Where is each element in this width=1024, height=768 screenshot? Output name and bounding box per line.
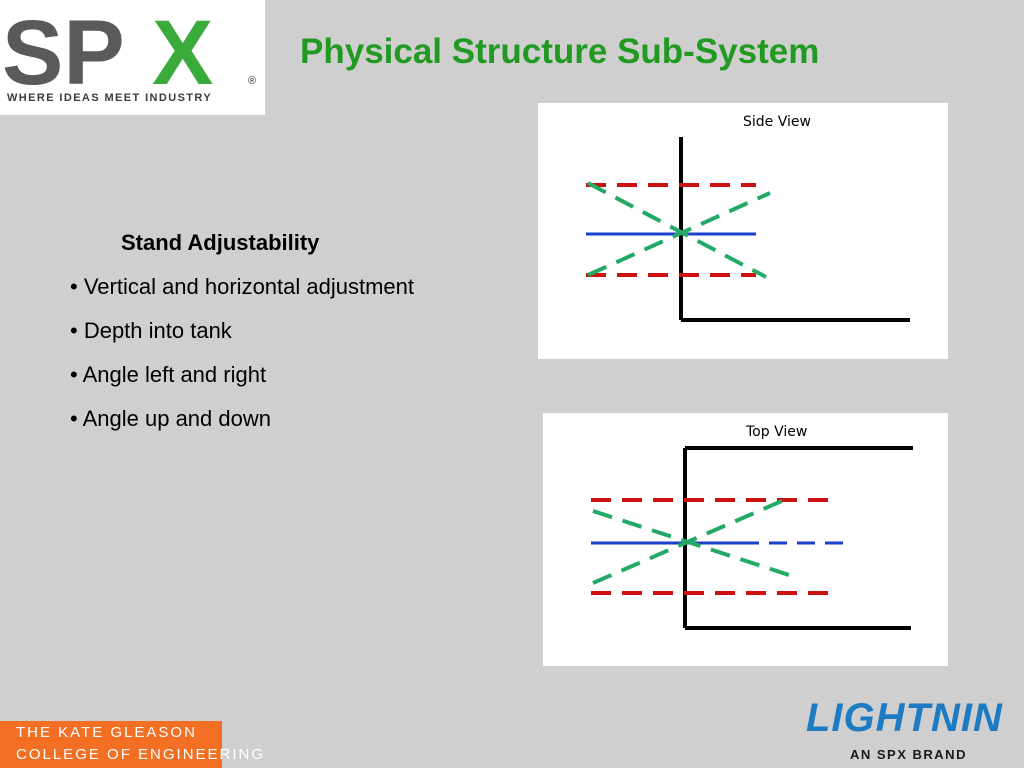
top-angle-left-line xyxy=(592,495,792,585)
side-view-caption: Side View xyxy=(743,114,811,130)
slide-title: Physical Structure Sub-System xyxy=(300,32,820,71)
brand-subtitle: AN SPX BRAND xyxy=(850,747,967,762)
college-line-1: THE KATE GLEASON xyxy=(16,724,197,741)
logo-tagline: WHERE IDEAS MEET INDUSTRY xyxy=(7,92,213,104)
content-block: Stand Adjustability • Vertical and horiz… xyxy=(70,228,510,448)
side-view-diagram: Side View xyxy=(538,103,948,359)
spx-logo: SP X ® WHERE IDEAS MEET INDUSTRY xyxy=(0,0,265,115)
top-view-drawing xyxy=(591,446,913,630)
brand-name: LIGHTNIN xyxy=(806,696,1003,740)
college-badge: THE KATE GLEASON COLLEGE OF ENGINEERING xyxy=(0,721,263,768)
spx-letters-sp: SP xyxy=(2,2,125,104)
lightnin-logo: LIGHTNIN AN SPX BRAND xyxy=(806,696,1020,766)
top-angle-right-line xyxy=(592,509,790,577)
spx-letter-x: X xyxy=(152,2,213,104)
content-heading: Stand Adjustability xyxy=(121,230,320,255)
top-view-diagram: Top View xyxy=(543,413,948,666)
side-view-drawing xyxy=(586,137,910,322)
bullet-item: • Depth into tank xyxy=(70,318,232,343)
spx-logo-mark: SP X ® xyxy=(2,2,256,104)
bullet-item: • Angle left and right xyxy=(70,362,267,387)
bullet-item: • Angle up and down xyxy=(70,406,271,431)
side-angle-up-line xyxy=(587,191,771,277)
bullet-item: • Vertical and horizontal adjustment xyxy=(70,274,415,299)
top-view-caption: Top View xyxy=(746,424,808,440)
side-angle-down-line xyxy=(587,181,767,279)
registered-mark: ® xyxy=(248,75,256,87)
college-line-2: COLLEGE OF ENGINEERING xyxy=(16,746,266,763)
